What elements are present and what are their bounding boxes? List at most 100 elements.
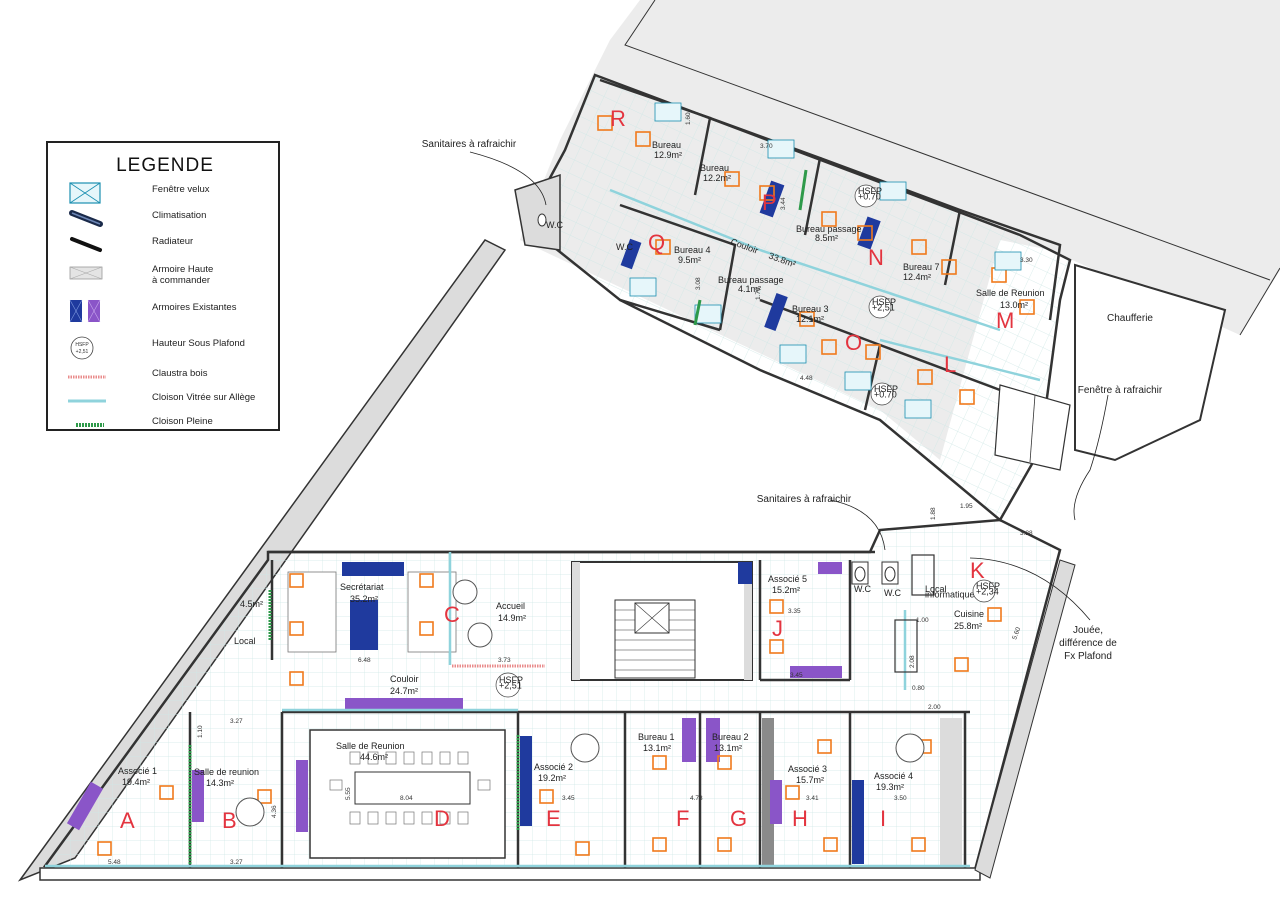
room-name-m: Salle de Reunion [976,288,1045,298]
legend-item-clim: Climatisation [48,207,282,231]
dim-0-80: 0.80 [912,685,925,692]
svg-text:HSFP: HSFP [75,342,89,348]
dim-3-45-e: 3.45 [562,795,575,802]
room-letter-r: R [610,106,626,131]
svg-text:+2,51: +2,51 [76,349,89,355]
room-area-i: 19.3m² [876,782,904,792]
room-area-n: 12.4m² [903,272,931,282]
room-letter-d: D [434,806,450,831]
room-letter-h: H [792,806,808,831]
dim-3-27-top: 3.27 [230,718,243,725]
legend-item-glass: Cloison Vitrée sur Allège [48,389,282,413]
legend-label: Cloison Vitrée sur Allège [152,392,256,403]
dim-6-48: 6.48 [358,657,371,664]
hsfp-upper-3: HSFP+0.70 [874,384,898,400]
room-name-c: Secrétariat [340,582,384,592]
hsfp-upper-2: HSFP+2,51 [872,297,896,313]
room-name-d: Salle de Reunion [336,741,405,751]
dim-3-70: 3.70 [760,143,773,150]
dim-3-27-bottom: 3.27 [230,859,243,866]
bureau-passage-area: 8.5m² [815,233,838,243]
room-letter-m: M [996,308,1014,333]
room-area-b: 14.3m² [206,778,234,788]
room-area-f: 13.1m² [643,743,671,753]
air-conditioning-icon [69,210,103,227]
room-name-b: Salle de reunion [194,767,259,777]
legend-label: Armoires Existantes [152,302,237,313]
wc-lower-a: W.C [854,584,871,594]
bureau-passage-2: Bureau passage [718,275,784,285]
room-area-j: 15.2m² [772,585,800,595]
dim-3-28: 3.28 [1020,530,1033,537]
dim-3-73: 3.73 [498,657,511,664]
accueil-area: 14.9m² [498,613,526,623]
couloir-area: 24.7m² [390,686,418,696]
hsfp-k: HSFP+2,34 [976,581,1000,597]
room-name-a: Associé 1 [118,766,157,776]
room-area-c: 35.2m² [350,594,378,604]
dim-3-35: 3.35 [788,608,801,615]
legend-title: LEGENDE [116,155,214,176]
room-area-k: 25.8m² [954,621,982,631]
legend-label: Climatisation [152,210,207,221]
room-name-g: Bureau 2 [712,732,749,742]
room-name-e: Associé 2 [534,762,573,772]
hsfp-upper-1: HSFP+0.70 [858,186,882,202]
wc-upper-1: W.C [546,220,563,230]
legend-label: Hauteur Sous Plafond [152,338,245,349]
room-letter-l: L [944,352,956,377]
room-letter-n: N [868,245,884,270]
local-small-area: 4.5m² [240,599,263,609]
dim-3-30: 3.30 [1020,257,1033,264]
velux-window-icon [69,182,101,204]
dim-5-48: 5.48 [108,859,121,866]
dim-1-10: 1.10 [197,725,204,738]
ceiling-height-icon: HSFP +2,51 [70,336,94,360]
room-area-g: 13.1m² [714,743,742,753]
dim-4-48: 4.48 [800,375,813,382]
dim-3-41: 3.41 [806,795,819,802]
dim-5-55: 5.55 [345,787,352,800]
dim-4-78: 4.78 [690,795,703,802]
legend-label: Claustra bois [152,368,208,379]
room-area-a: 19.4m² [122,777,150,787]
room-area-o: 12.1m² [796,314,824,324]
room-letter-b: B [222,808,237,833]
local-label: Local [234,636,256,646]
accueil-label: Accueil [496,601,525,611]
legend-item-ceiling-height: HSFP +2,51 Hauteur Sous Plafond [48,335,282,360]
room-area-r: 12.9m² [654,150,682,160]
legend-item-velux: Fenêtre velux [48,181,282,205]
room-letter-f: F [676,806,689,831]
hsfp-lower: HSFP+2,51 [499,675,523,691]
tall-cabinet-icon [69,266,103,280]
page-number: 17 [1154,78,1163,87]
legend-item-solid: Cloison Pleine [48,413,282,437]
bureau-passage: Bureau passage [796,224,862,234]
room-area-m: 13.0m² [1000,300,1028,310]
dim-1-60: 1.60 [685,112,692,125]
legend-label: Cloison Pleine [152,416,213,427]
room-letter-k: K [970,558,985,583]
dim-3-50: 3.50 [894,795,907,802]
legend: LEGENDE Fenêtre velux Climatisation Radi… [46,141,280,431]
room-area-e: 19.2m² [538,773,566,783]
dim-1-95: 1.95 [960,503,973,510]
dim-2-00: 2.00 [928,704,941,711]
callout-jouee: Jouée, différence de Fx Plafond [1059,625,1117,662]
callout-fenetre: Fenêtre à rafraichir [1077,385,1163,396]
label-chaufferie: Chaufferie [1107,313,1153,324]
room-name-o: Bureau 3 [792,304,829,314]
room-name-j: Associé 5 [768,574,807,584]
upper-couloir: Couloir [729,236,759,255]
legend-label: Armoire Haute à commander [152,264,214,286]
upper-wing [514,0,1280,522]
wc-upper-2: W.C [616,242,633,252]
room-letter-j: J [772,616,783,641]
legend-item-tall-cabinet: Armoire Haute à commander [48,261,282,286]
dim-3-45-j: 3.45 [790,672,803,679]
dim-5-60: 5.60 [1011,626,1022,641]
